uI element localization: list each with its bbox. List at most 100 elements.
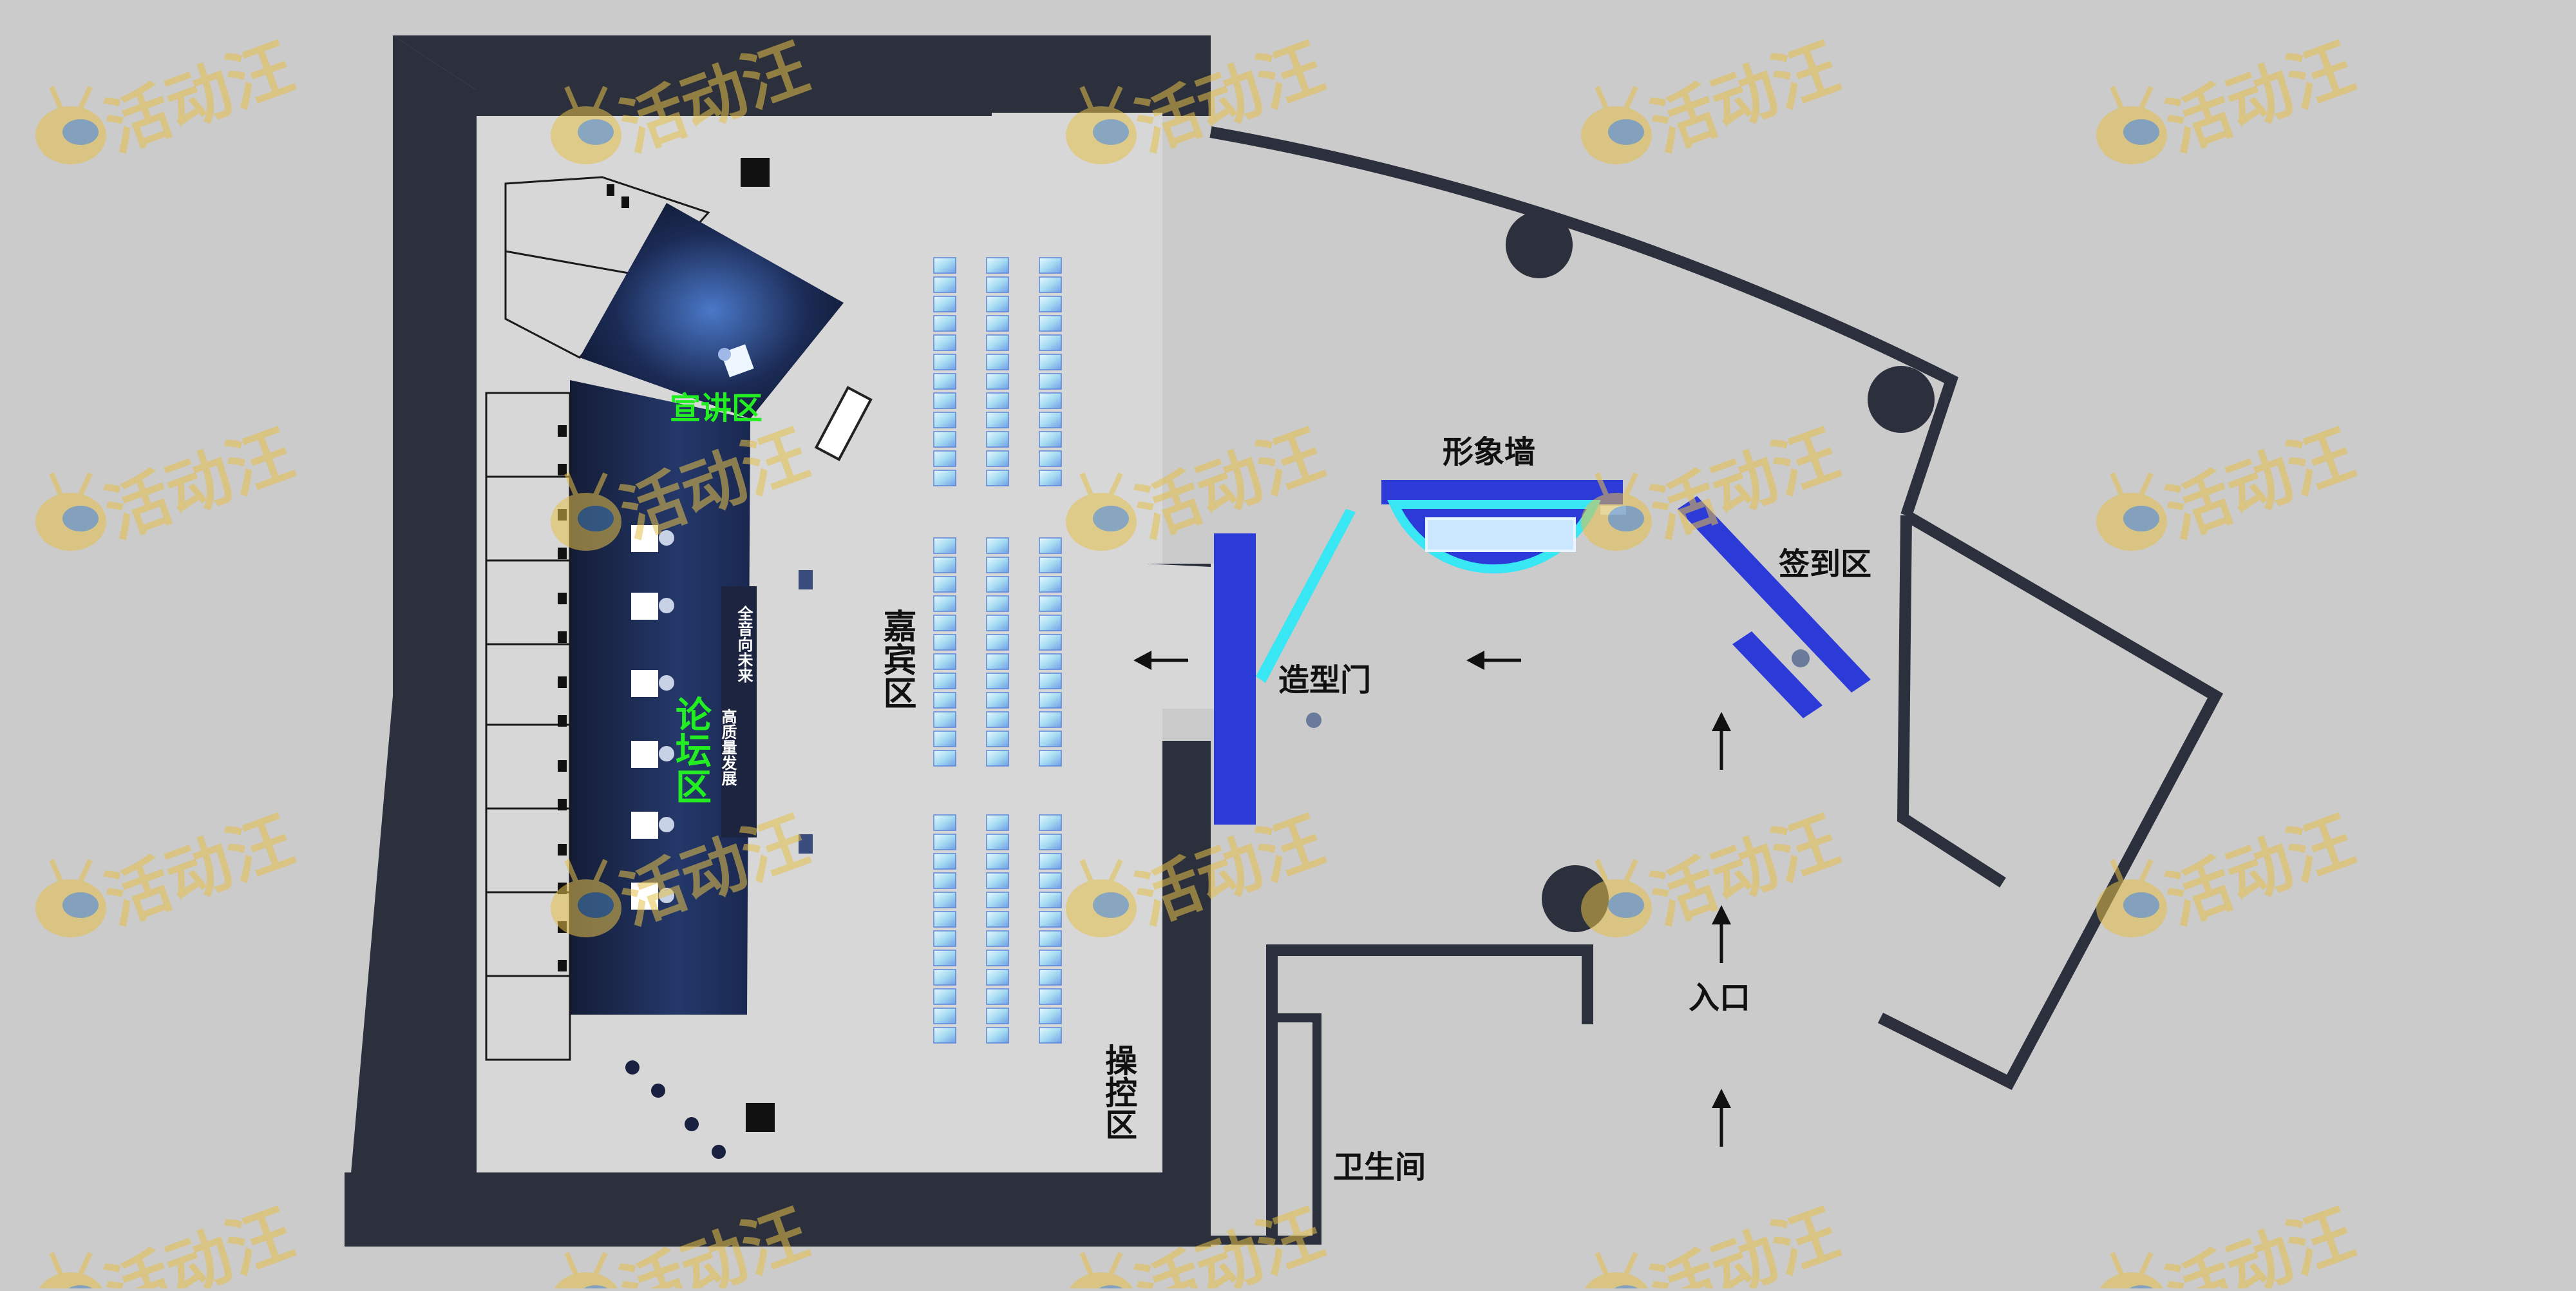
guest-chair[interactable] bbox=[1039, 911, 1062, 928]
guest-chair[interactable] bbox=[1039, 334, 1062, 351]
guest-chair[interactable] bbox=[1039, 731, 1062, 747]
guest-chair[interactable] bbox=[986, 595, 1009, 612]
guest-chair[interactable] bbox=[1039, 257, 1062, 274]
guest-chair[interactable] bbox=[986, 950, 1009, 966]
guest-chair[interactable] bbox=[986, 834, 1009, 850]
guest-chair[interactable] bbox=[933, 853, 956, 870]
guest-chair[interactable] bbox=[933, 257, 956, 274]
guest-chair[interactable] bbox=[986, 296, 1009, 312]
guest-chair[interactable] bbox=[986, 537, 1009, 554]
guest-chair[interactable] bbox=[986, 750, 1009, 767]
guest-chair[interactable] bbox=[986, 470, 1009, 486]
guest-chair[interactable] bbox=[1039, 557, 1062, 573]
guest-chair[interactable] bbox=[986, 731, 1009, 747]
guest-chair[interactable] bbox=[1039, 470, 1062, 486]
guest-chair[interactable] bbox=[986, 853, 1009, 870]
guest-chair[interactable] bbox=[933, 557, 956, 573]
guest-chair[interactable] bbox=[933, 412, 956, 428]
guest-chair[interactable] bbox=[986, 257, 1009, 274]
guest-chair[interactable] bbox=[933, 576, 956, 593]
guest-chair[interactable] bbox=[933, 615, 956, 631]
guest-chair[interactable] bbox=[933, 334, 956, 351]
guest-chair[interactable] bbox=[986, 930, 1009, 947]
guest-chair[interactable] bbox=[933, 950, 956, 966]
guest-chair[interactable] bbox=[933, 276, 956, 293]
guest-chair[interactable] bbox=[986, 392, 1009, 409]
guest-chair[interactable] bbox=[1039, 930, 1062, 947]
guest-chair[interactable] bbox=[986, 1027, 1009, 1044]
panel-seat[interactable] bbox=[631, 525, 658, 552]
guest-chair[interactable] bbox=[986, 354, 1009, 370]
guest-chair[interactable] bbox=[986, 692, 1009, 709]
guest-chair[interactable] bbox=[1039, 834, 1062, 850]
guest-chair[interactable] bbox=[1039, 354, 1062, 370]
guest-chair[interactable] bbox=[933, 930, 956, 947]
guest-chair[interactable] bbox=[986, 634, 1009, 651]
guest-chair[interactable] bbox=[933, 315, 956, 332]
guest-chair[interactable] bbox=[1039, 431, 1062, 448]
panel-seat[interactable] bbox=[631, 741, 658, 768]
guest-chair[interactable] bbox=[933, 595, 956, 612]
panel-seat[interactable] bbox=[631, 812, 658, 839]
guest-chair[interactable] bbox=[933, 1027, 956, 1044]
guest-chair[interactable] bbox=[1039, 692, 1062, 709]
guest-chair[interactable] bbox=[933, 634, 956, 651]
guest-chair[interactable] bbox=[1039, 711, 1062, 728]
guest-chair[interactable] bbox=[986, 711, 1009, 728]
guest-chair[interactable] bbox=[986, 969, 1009, 986]
guest-chair[interactable] bbox=[933, 296, 956, 312]
guest-chair[interactable] bbox=[986, 450, 1009, 467]
guest-chair[interactable] bbox=[1039, 653, 1062, 670]
guest-chair[interactable] bbox=[933, 692, 956, 709]
guest-chair[interactable] bbox=[933, 673, 956, 689]
guest-chair[interactable] bbox=[986, 276, 1009, 293]
guest-chair[interactable] bbox=[933, 872, 956, 889]
guest-chair[interactable] bbox=[1039, 595, 1062, 612]
guest-chair[interactable] bbox=[933, 750, 956, 767]
guest-chair[interactable] bbox=[1039, 853, 1062, 870]
guest-chair[interactable] bbox=[986, 653, 1009, 670]
guest-chair[interactable] bbox=[933, 1008, 956, 1024]
panel-seat[interactable] bbox=[631, 593, 658, 620]
guest-chair[interactable] bbox=[933, 834, 956, 850]
guest-chair[interactable] bbox=[1039, 576, 1062, 593]
guest-chair[interactable] bbox=[986, 911, 1009, 928]
guest-chair[interactable] bbox=[1039, 634, 1062, 651]
guest-chair[interactable] bbox=[933, 450, 956, 467]
guest-chair[interactable] bbox=[933, 431, 956, 448]
guest-chair[interactable] bbox=[933, 892, 956, 908]
guest-chair[interactable] bbox=[933, 354, 956, 370]
guest-chair[interactable] bbox=[1039, 296, 1062, 312]
guest-chair[interactable] bbox=[1039, 315, 1062, 332]
guest-chair[interactable] bbox=[986, 315, 1009, 332]
guest-chair[interactable] bbox=[986, 373, 1009, 390]
guest-chair[interactable] bbox=[986, 615, 1009, 631]
guest-chair[interactable] bbox=[1039, 276, 1062, 293]
guest-chair[interactable] bbox=[933, 731, 956, 747]
guest-chair[interactable] bbox=[1039, 988, 1062, 1005]
guest-chair[interactable] bbox=[1039, 615, 1062, 631]
guest-chair[interactable] bbox=[1039, 1027, 1062, 1044]
guest-chair[interactable] bbox=[986, 1008, 1009, 1024]
guest-chair[interactable] bbox=[986, 872, 1009, 889]
guest-chair[interactable] bbox=[986, 988, 1009, 1005]
guest-chair[interactable] bbox=[933, 988, 956, 1005]
guest-chair[interactable] bbox=[986, 892, 1009, 908]
guest-chair[interactable] bbox=[986, 673, 1009, 689]
guest-chair[interactable] bbox=[1039, 450, 1062, 467]
guest-chair[interactable] bbox=[986, 334, 1009, 351]
guest-chair[interactable] bbox=[933, 537, 956, 554]
guest-chair[interactable] bbox=[933, 653, 956, 670]
guest-chair[interactable] bbox=[1039, 892, 1062, 908]
guest-chair[interactable] bbox=[933, 373, 956, 390]
guest-chair[interactable] bbox=[1039, 950, 1062, 966]
guest-chair[interactable] bbox=[1039, 1008, 1062, 1024]
guest-chair[interactable] bbox=[933, 711, 956, 728]
guest-chair[interactable] bbox=[1039, 872, 1062, 889]
guest-chair[interactable] bbox=[933, 969, 956, 986]
panel-seat[interactable] bbox=[631, 883, 658, 910]
guest-chair[interactable] bbox=[1039, 969, 1062, 986]
guest-chair[interactable] bbox=[986, 576, 1009, 593]
guest-chair[interactable] bbox=[1039, 673, 1062, 689]
guest-chair[interactable] bbox=[933, 911, 956, 928]
